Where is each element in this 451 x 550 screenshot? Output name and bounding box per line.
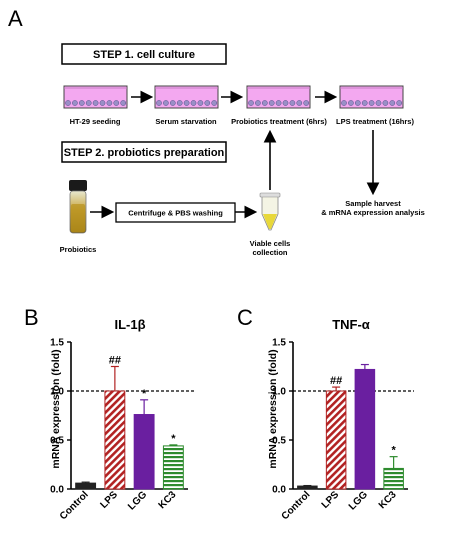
- significance-label: ##: [109, 355, 121, 367]
- step2-box: STEP 2. probiotics preparation: [61, 141, 227, 163]
- x-tick-label: LPS: [320, 489, 342, 511]
- bar-control: [75, 482, 97, 490]
- viable-label-line2: collection: [252, 248, 287, 257]
- bar-kc3: [383, 467, 404, 490]
- y-tick-label: 1.0: [50, 387, 64, 398]
- stage-label-0: HT-29 seeding: [70, 117, 121, 126]
- harvest-label-line1: Sample harvest: [345, 199, 401, 208]
- x-tick-label: LGG: [347, 489, 370, 512]
- significance-label: ##: [330, 375, 342, 387]
- culture-dishes: [63, 85, 404, 109]
- culture-dish-icon: [339, 85, 404, 109]
- bar-kc3: [162, 445, 184, 490]
- probiotics-label: Probiotics: [60, 245, 97, 254]
- culture-dish-icon: [246, 85, 311, 109]
- y-axis-label: mRNA expression (fold): [267, 349, 279, 468]
- x-tick-label: KC3: [157, 489, 179, 511]
- centrifuge-label: Centrifuge & PBS washing: [128, 209, 223, 218]
- x-tick-label: LPS: [98, 489, 120, 511]
- stage-label-3: LPS treatment (16hrs): [336, 117, 414, 126]
- bar-lgg: [354, 368, 376, 490]
- chart-title: TNF-α: [332, 317, 370, 332]
- x-tick-label: LGG: [126, 489, 149, 512]
- x-tick-label: KC3: [377, 489, 399, 511]
- y-tick-label: 1.0: [272, 387, 286, 398]
- centrifuge-box: Centrifuge & PBS washing: [115, 202, 236, 223]
- y-tick-label: 0.0: [50, 485, 64, 496]
- probiotics-bottle-icon: [69, 180, 87, 234]
- y-axis-label: mRNA expression (fold): [50, 349, 62, 468]
- bar-control: [297, 485, 318, 490]
- significance-label: *: [171, 433, 176, 445]
- y-tick-label: 0.0: [272, 485, 286, 496]
- chart-tnfa: TNF-α mRNA expression (fold) 0.0 0.5 1.0 1.…: [267, 317, 414, 522]
- bar-lps: [325, 390, 347, 490]
- y-tick-label: 0.5: [272, 436, 286, 447]
- panel-a-letter: A: [8, 6, 23, 31]
- significance-label: *: [391, 445, 396, 457]
- step1-box: STEP 1. cell culture: [61, 43, 227, 65]
- y-tick-label: 0.5: [50, 436, 64, 447]
- harvest-label-line2: & mRNA expression analysis: [321, 208, 425, 217]
- culture-dish-icon: [154, 85, 219, 109]
- bar-lps: [104, 390, 126, 490]
- eppendorf-tube-icon: [259, 192, 281, 231]
- y-tick-label: 1.5: [272, 338, 286, 349]
- y-tick-label: 1.5: [50, 338, 64, 349]
- significance-label: *: [142, 388, 147, 400]
- culture-dish-icon: [63, 85, 128, 109]
- panel-b-letter: B: [24, 305, 39, 330]
- viable-label-line1: Viable cells: [250, 239, 291, 248]
- step1-title: STEP 1. cell culture: [93, 49, 195, 61]
- bar-lgg: [133, 414, 155, 490]
- chart-il1b: IL-1β mRNA expression (fold) 0.0 0.5 1.0 1.…: [50, 317, 194, 522]
- panel-c-letter: C: [237, 305, 253, 330]
- chart-title: IL-1β: [114, 317, 145, 332]
- step2-title: STEP 2. probiotics preparation: [64, 147, 225, 159]
- stage-label-1: Serum starvation: [155, 117, 217, 126]
- stage-label-2: Probiotics treatment (6hrs): [231, 117, 327, 126]
